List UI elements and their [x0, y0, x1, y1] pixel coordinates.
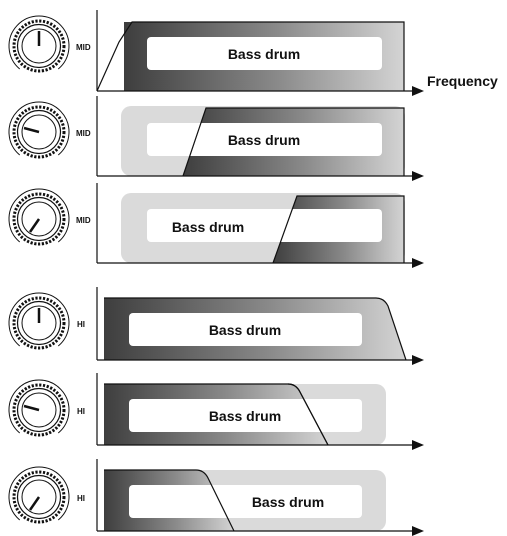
frequency-axis-label: Frequency: [427, 73, 498, 89]
eq-row-3: MID Bass drum: [8, 183, 424, 268]
plot-3: Bass drum: [96, 183, 424, 268]
plot-1: Bass drum: [96, 10, 424, 96]
knob-icon: [8, 379, 70, 437]
response-curve: [182, 107, 405, 177]
knob-icon: [8, 101, 70, 159]
band-label: Bass drum: [209, 322, 281, 338]
axis-arrow-icon: [412, 526, 424, 536]
response-curve: [104, 469, 235, 532]
axis-arrow-icon: [412, 258, 424, 268]
eq-row-2: MID Bass drum: [8, 96, 424, 181]
knob-label: MID: [76, 43, 91, 52]
band-label: Bass drum: [228, 46, 300, 62]
band-label-box: [129, 313, 362, 346]
knob-pointer: [28, 218, 41, 233]
response-curve: [104, 383, 329, 446]
band-label: Bass drum: [209, 408, 281, 424]
response-curve: [104, 297, 407, 361]
knob-icon: [8, 466, 70, 524]
axis-arrow-icon: [412, 440, 424, 450]
response-curve: [96, 21, 405, 92]
knob-label: HI: [77, 407, 85, 416]
band-label: Bass drum: [172, 219, 244, 235]
knob-5: [8, 379, 70, 437]
knob-label: MID: [76, 216, 91, 225]
knob-3: [8, 188, 70, 246]
knob-1: [8, 15, 70, 73]
knob-6: [8, 466, 70, 524]
plot-5: Bass drum: [96, 373, 424, 450]
knob-pointer: [23, 404, 40, 412]
knob-icon: [8, 188, 70, 246]
eq-row-5: HI Bass drum: [8, 373, 424, 450]
band-label-box: [147, 209, 382, 242]
knob-pointer: [28, 496, 41, 511]
band-label-box: [147, 37, 382, 70]
band-label-box: [129, 485, 362, 518]
knob-label: HI: [77, 320, 85, 329]
axis-arrow-icon: [412, 171, 424, 181]
knob-2: [8, 101, 70, 159]
knob-label: MID: [76, 129, 91, 138]
eq-row-1: MID Bass drum Frequency: [8, 10, 498, 96]
plot-2: Bass drum: [96, 96, 424, 181]
band-label-box: [147, 123, 382, 156]
eq-row-4: HI Bass drum: [8, 287, 424, 365]
axis-arrow-icon: [412, 355, 424, 365]
band-label: Bass drum: [228, 132, 300, 148]
eq-row-6: HI Bass drum: [8, 459, 424, 536]
knob-pointer: [23, 126, 40, 134]
plot-6: Bass drum: [96, 459, 424, 536]
plot-4: Bass drum: [96, 287, 424, 365]
knob-label: HI: [77, 494, 85, 503]
axis-arrow-icon: [412, 86, 424, 96]
knob-4: [8, 292, 70, 350]
response-curve: [272, 195, 405, 264]
band-label: Bass drum: [252, 494, 324, 510]
band-label-box: [129, 399, 362, 432]
